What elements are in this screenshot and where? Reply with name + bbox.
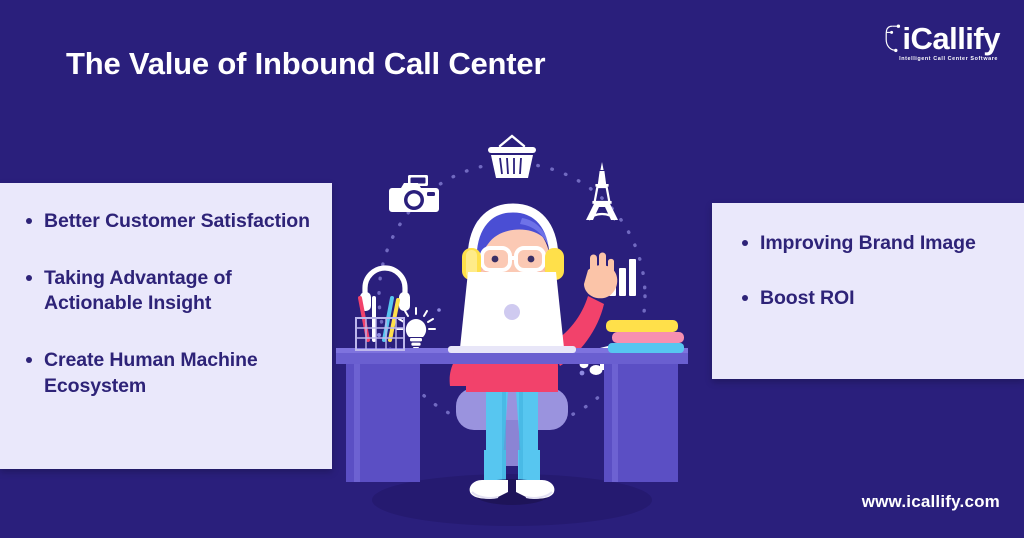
eiffel-tower-icon (586, 162, 618, 221)
list-item: Create Human Machine Ecosystem (26, 348, 314, 399)
list-item: Improving Brand Image (742, 231, 1006, 257)
list-item: Better Customer Satisfaction (26, 209, 314, 235)
camera-icon (389, 175, 439, 212)
benefits-list-right: Improving Brand Image Boost ROI (712, 203, 1024, 311)
list-item: Taking Advantage of Actionable Insight (26, 266, 314, 317)
benefits-list-left: Better Customer Satisfaction Taking Adva… (0, 183, 332, 400)
benefits-panel-left: Better Customer Satisfaction Taking Adva… (0, 183, 332, 469)
benefits-panel-right: Improving Brand Image Boost ROI (712, 203, 1024, 379)
shopping-basket-icon (488, 134, 536, 178)
pencil-cup (355, 296, 405, 351)
lightbulb-icon (396, 307, 436, 350)
phone-network-icon (884, 23, 901, 53)
laptop (448, 272, 576, 353)
logo-text: iCallify (902, 20, 1000, 56)
website-url: www.icallify.com (861, 492, 1000, 511)
waving-hand (584, 252, 618, 299)
book-stack (606, 320, 684, 353)
dotted-orbit-circle (377, 161, 647, 431)
logo-tagline: Intelligent Call Center Software (899, 55, 998, 62)
headphones-icon (360, 265, 410, 311)
brand-logo: iCallify Intelligent Call Center Softwar… (860, 16, 1000, 68)
page-title: The Value of Inbound Call Center (66, 46, 546, 81)
list-item: Boost ROI (742, 286, 1006, 312)
character-legs (469, 392, 555, 505)
logo-wordmark: iCallify (884, 23, 1000, 54)
agent-illustration (336, 120, 688, 538)
